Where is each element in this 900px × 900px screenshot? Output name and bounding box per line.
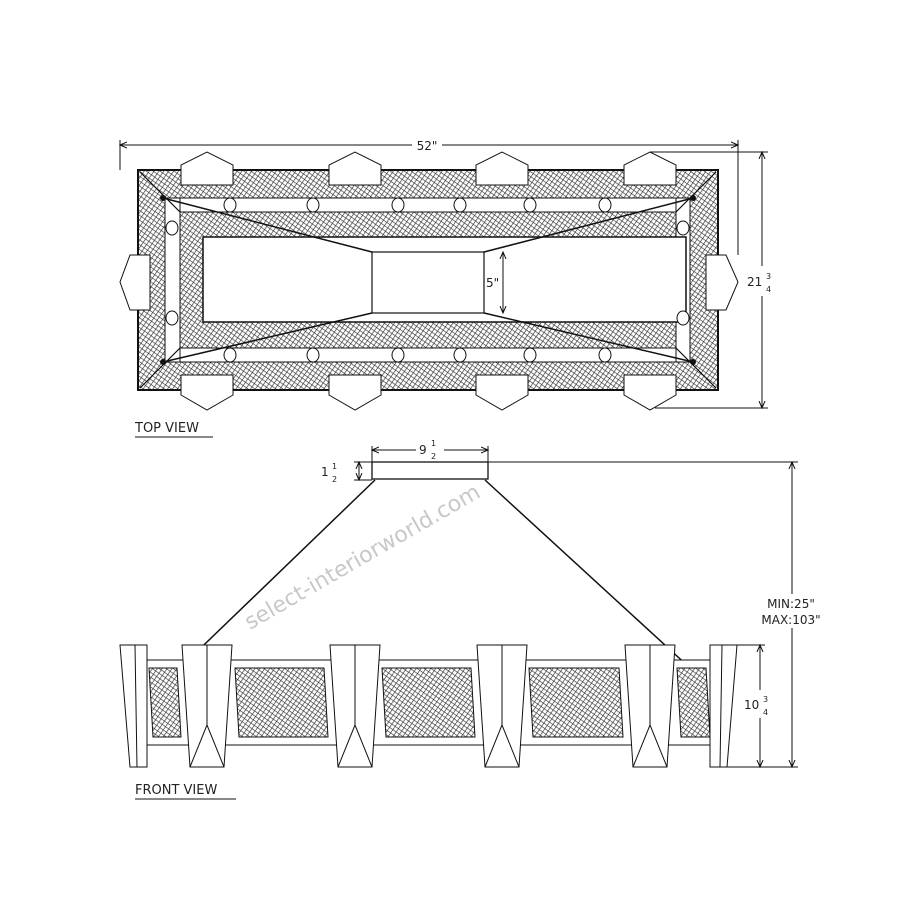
bulb — [306, 347, 320, 363]
bulb — [676, 220, 690, 236]
dimension-9-1-2: 9 1 2 — [372, 438, 488, 462]
bulbs — [160, 195, 696, 365]
shade — [475, 151, 529, 186]
bulb — [223, 347, 237, 363]
canopy — [371, 461, 489, 480]
front-view-label: FRONT VIEW — [135, 783, 217, 798]
center-canopy-box — [371, 251, 485, 314]
bulb — [223, 197, 237, 213]
mount-point — [160, 195, 166, 201]
shades — [119, 151, 739, 411]
bulb — [598, 347, 612, 363]
mesh-panel — [676, 667, 711, 738]
shade-posts — [119, 644, 738, 768]
front-view — [119, 461, 738, 768]
mesh-panel — [234, 667, 329, 738]
shade-post-detail — [484, 645, 520, 768]
dim-body-num: 3 — [763, 695, 768, 704]
bulb — [523, 347, 537, 363]
support-cables — [162, 197, 694, 363]
dimension-5: 5" — [486, 252, 503, 313]
bulb — [598, 197, 612, 213]
bulb — [165, 310, 179, 326]
shade-post-detail — [337, 645, 373, 768]
dim-canopy-whole: 9 — [419, 443, 427, 457]
bulb — [453, 347, 467, 363]
bulb — [523, 197, 537, 213]
dimension-52: 52" — [120, 138, 738, 255]
dimension-21-3-4: 21 3 4 — [650, 152, 776, 408]
shade — [475, 374, 529, 411]
dim-length-text: 52" — [417, 139, 438, 153]
dim-canopy-h-den: 2 — [332, 475, 337, 484]
shade — [180, 151, 234, 186]
end-shade-left — [119, 644, 148, 768]
mount-point — [690, 195, 696, 201]
shade — [705, 254, 739, 311]
bulb — [306, 197, 320, 213]
dim-width-num: 3 — [766, 272, 771, 281]
mesh-panel — [528, 667, 624, 738]
mesh-panels — [148, 667, 711, 738]
dimension-overall-height: MIN:25" MAX:103" — [488, 462, 826, 767]
mesh-panel — [148, 667, 182, 738]
dim-body-den: 4 — [763, 708, 768, 717]
shade — [623, 151, 677, 186]
top-view-label: TOP VIEW — [134, 421, 199, 436]
shade — [328, 151, 382, 186]
dim-canopy-h-whole: 1 — [321, 465, 329, 479]
dim-max-text: MAX:103" — [761, 613, 820, 627]
shade-post-detail — [632, 645, 668, 768]
dim-canopy-num: 1 — [431, 439, 436, 448]
corner-braces — [139, 171, 717, 389]
dimension-10-3-4: 10 3 4 — [735, 645, 774, 767]
bulb — [391, 347, 405, 363]
shade — [119, 254, 151, 311]
bulb — [391, 197, 405, 213]
shade — [180, 374, 234, 411]
bulb — [453, 197, 467, 213]
dimension-1-1-2: 1 1 2 — [321, 462, 372, 484]
mount-point — [690, 359, 696, 365]
shade-post-detail — [189, 645, 225, 768]
dim-width-whole: 21 — [747, 275, 762, 289]
shade — [623, 374, 677, 411]
watermark: select-interiorworld.com — [241, 480, 485, 636]
end-shade-right — [709, 644, 738, 768]
mount-point — [160, 359, 166, 365]
suspension-cables — [179, 479, 691, 669]
bulb — [676, 310, 690, 326]
top-view — [119, 151, 739, 411]
shade — [328, 374, 382, 411]
dim-body-whole: 10 — [744, 698, 759, 712]
bulb — [165, 220, 179, 236]
mesh-panel — [381, 667, 476, 738]
dim-min-text: MIN:25" — [767, 597, 815, 611]
dim-canopy-den: 2 — [431, 452, 436, 461]
dim-width-den: 4 — [766, 285, 771, 294]
dim-canopy-h-num: 1 — [332, 462, 337, 471]
dim-center-text: 5" — [486, 276, 499, 290]
